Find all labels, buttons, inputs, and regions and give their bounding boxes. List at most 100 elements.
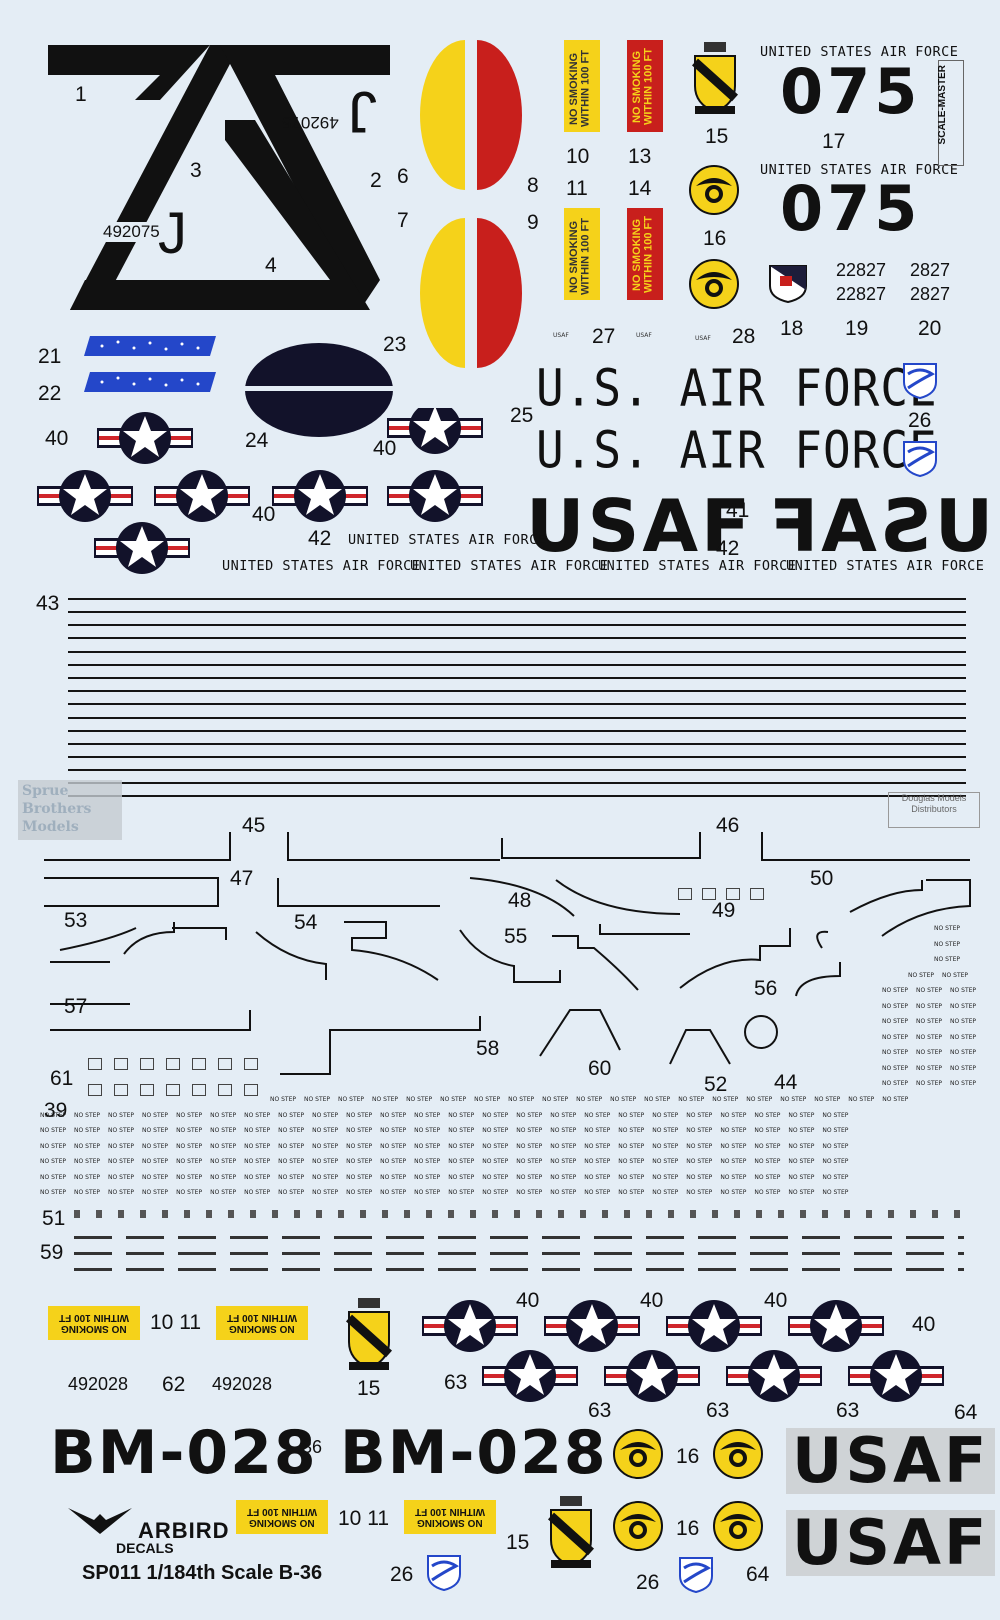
no-step-stencil: NO STEP [576,1096,603,1103]
serial-2827-a: 2827 [910,260,951,280]
tail-chevron-graphic [48,45,390,310]
no-step-stencil: NO STEP [516,1142,543,1150]
insignia-group-63 [422,1300,944,1402]
decal-number-16-b: 16 [676,1445,700,1468]
no-step-stencil: NO STEP [508,1096,535,1103]
decal-number-2: 2 [370,169,382,192]
decal-number-62: 62 [162,1373,186,1396]
no-step-stencil: NO STEP [950,1080,977,1087]
squadron-emblems-16-bottom [613,1429,763,1551]
serial-492075-inverted: 492075 [282,113,339,132]
usaf-grey-lettering-a: USAF [786,1428,996,1494]
no-step-stencil: NO STEP [380,1127,407,1134]
decal-number-19: 19 [845,317,869,340]
no-step-stencil: NO STEP [244,1111,271,1119]
no-step-stencil: NO STEP [108,1127,135,1134]
decal-number-52: 52 [704,1073,728,1096]
no-step-stencil: NO STEP [278,1158,305,1165]
no-step-stencil: NO STEP [270,1096,297,1103]
no-step-stencil: NO STEP [550,1111,577,1119]
no-step-stencil: NO STEP [618,1111,645,1119]
no-step-stencil: NO STEP [380,1189,407,1196]
no-step-stencil: NO STEP [482,1127,509,1134]
scalemaster-strip: SCALE-MASTER [937,60,964,166]
no-step-stencil: NO STEP [74,1189,101,1196]
no-step-stencil: NO STEP [720,1158,747,1165]
unit-crest-15-bottom [345,1298,393,1370]
no-step-stencil: NO STEP [950,1002,977,1010]
no-step-stencil: NO STEP [882,987,909,994]
stencil-27: USAF [553,332,569,339]
no-step-stencil: NO STEP [788,1127,815,1134]
no-step-stencil: NO STEP [108,1189,135,1196]
no-step-stencil: NO STEP [550,1142,577,1150]
usaf-lettering-row-2: UNITED STATES AIR FORCE [410,558,609,574]
no-step-stencil: NO STEP [720,1142,747,1150]
star-bands [84,336,216,392]
tail-letter-j-inverted: J [348,79,377,144]
no-step-stencil: NO STEP [380,1173,407,1181]
no-step-stencil: NO STEP [142,1189,169,1196]
tail-number-075-b: 075 [780,172,922,245]
no-step-stencil: NO STEP [754,1173,781,1181]
no-step-stencil: NO STEP [440,1096,467,1103]
no-step-stencils-39: NO STEP NO STEP NO STEP NO STEP NO STEP NO ST… [40,1096,960,1196]
no-step-stencil: NO STEP [312,1142,339,1150]
no-step-stencil: NO STEP [210,1189,237,1196]
unit-crest-15-bottom-b [547,1496,595,1568]
us-air-force-lettering-a: U.S. AIR FORCE [536,358,938,418]
no-step-stencil: NO STEP [312,1127,339,1134]
decal-number-50: 50 [810,867,834,890]
decal-number-40-d: 40 [516,1289,540,1312]
decal-number-18: 18 [780,317,804,340]
no-step-stencil: NO STEP [754,1158,781,1165]
decal-number-46: 46 [716,814,740,837]
no-step-stencil: NO STEP [210,1142,237,1150]
no-step-stencil: NO STEP [108,1111,135,1119]
no-step-stencil: NO STEP [346,1142,373,1150]
no-step-row: NO STEP [934,925,960,932]
decal-number-40-f: 40 [764,1289,788,1312]
no-step-row: NO STEP NO STEP NO STEP NO STEP NO STEP NO ST… [40,1143,848,1150]
no-step-stencil: NO STEP [882,1049,909,1056]
no-step-stencil: NO STEP [788,1111,815,1119]
no-step-stencil: NO STEP [40,1189,67,1196]
buzz-number-bm-028-a: BM-028 [50,1418,318,1488]
no-step-stencil: NO STEP [882,1033,909,1041]
no-step-stencil: NO STEP [652,1173,679,1181]
decal-number-39: 39 [44,1099,68,1122]
decal-number-63-b: 63 [588,1399,612,1422]
no-step-stencil: NO STEP [908,971,935,979]
unit-crest-15 [691,42,739,114]
no-step-stencil: NO STEP [516,1158,543,1165]
sheet-title: SP011 1/184th Scale B-36 [82,1562,323,1584]
decal-number-40-e: 40 [640,1289,664,1312]
unit-badge-18 [769,265,807,304]
serial-22827-b: 22827 [836,284,887,304]
us-air-force-lettering-b: U.S. AIR FORCE [536,420,938,480]
no-step-stencil: NO STEP [176,1173,203,1181]
no-step-row: NO STEP NO STEP NO STEP NO STEP NO STEP NO ST… [40,1189,848,1196]
decal-number-26-b: 26 [390,1563,414,1586]
decal-number-7: 7 [397,209,409,232]
no-step-stencil: NO STEP [482,1189,509,1196]
no-step-stencil: NO STEP [882,1080,909,1087]
no-step-stencil: NO STEP [516,1111,543,1119]
no-step-stencil: NO STEP [244,1127,271,1134]
no-step-stencil: NO STEP [142,1142,169,1150]
no-step-stencil: NO STEP [40,1173,67,1181]
decal-number-26-c: 26 [636,1571,660,1594]
no-step-stencil: NO STEP [720,1189,747,1196]
decal-number-48: 48 [508,889,532,912]
no-step-stencil: NO STEP [848,1096,875,1103]
decal-number-10: 10 [566,145,590,168]
no-step-stencil: NO STEP [942,971,969,979]
no-step-stencil: NO STEP [312,1158,339,1165]
